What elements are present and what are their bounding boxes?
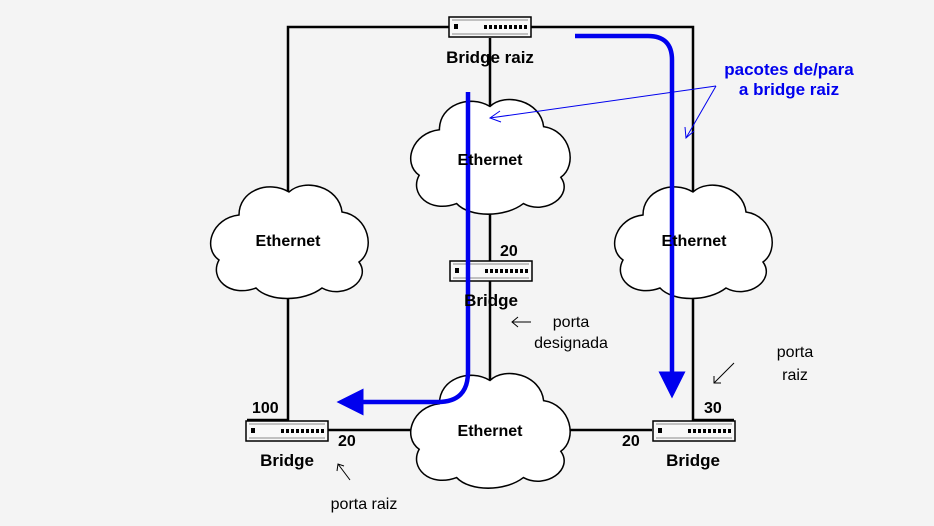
root-port-left-label: porta raiz xyxy=(331,496,398,513)
packet-path-left xyxy=(336,92,471,416)
bridge-right-cost-left: 20 xyxy=(622,433,640,450)
root-port-left-pointer-head xyxy=(336,463,345,472)
bridge-middle-device xyxy=(449,260,533,282)
cloud-bottom-label: Ethernet xyxy=(458,423,524,440)
root-port-left-pointer xyxy=(337,463,351,481)
packets-annotation-line1: pacotes de/para xyxy=(724,60,854,79)
bridge-left-cost-top: 100 xyxy=(252,400,279,417)
bridge-left-cost-right: 20 xyxy=(338,433,356,450)
designated-port-line1: porta xyxy=(553,314,590,331)
bridge-right-label: Bridge xyxy=(666,451,720,470)
cloud-left-label: Ethernet xyxy=(256,233,322,250)
packets-pointer-line-a xyxy=(489,85,717,119)
bridge-root-device xyxy=(448,16,532,38)
bridge-right-device xyxy=(652,420,736,442)
packet-paths xyxy=(336,33,686,416)
cloud-right-label: Ethernet xyxy=(662,233,728,250)
root-port-right-line1: porta xyxy=(777,344,814,361)
designated-port-pointer-head xyxy=(511,316,519,328)
bridge-right-cost-top: 30 xyxy=(704,400,722,417)
bridge-middle-label: Bridge xyxy=(464,291,518,310)
packet-path-right xyxy=(575,33,686,399)
root-port-right-pointer xyxy=(713,362,735,384)
root-port-right-pointer-head xyxy=(713,376,721,384)
annotation-arrows xyxy=(336,85,735,481)
root-port-right-line2: raiz xyxy=(782,367,808,384)
packets-pointer-head-b xyxy=(684,126,695,140)
bridge-left-label: Bridge xyxy=(260,451,314,470)
bridge-root-label: Bridge raiz xyxy=(446,48,534,67)
packets-pointer-line-b xyxy=(685,85,717,139)
bridge-left-device xyxy=(245,420,329,442)
packets-annotation-line2: a bridge raiz xyxy=(739,80,839,99)
designated-port-line2: designada xyxy=(534,335,608,352)
bridge-middle-cost: 20 xyxy=(500,243,518,260)
cloud-top-center-label: Ethernet xyxy=(458,152,524,169)
packets-pointer-head-a xyxy=(488,110,502,123)
